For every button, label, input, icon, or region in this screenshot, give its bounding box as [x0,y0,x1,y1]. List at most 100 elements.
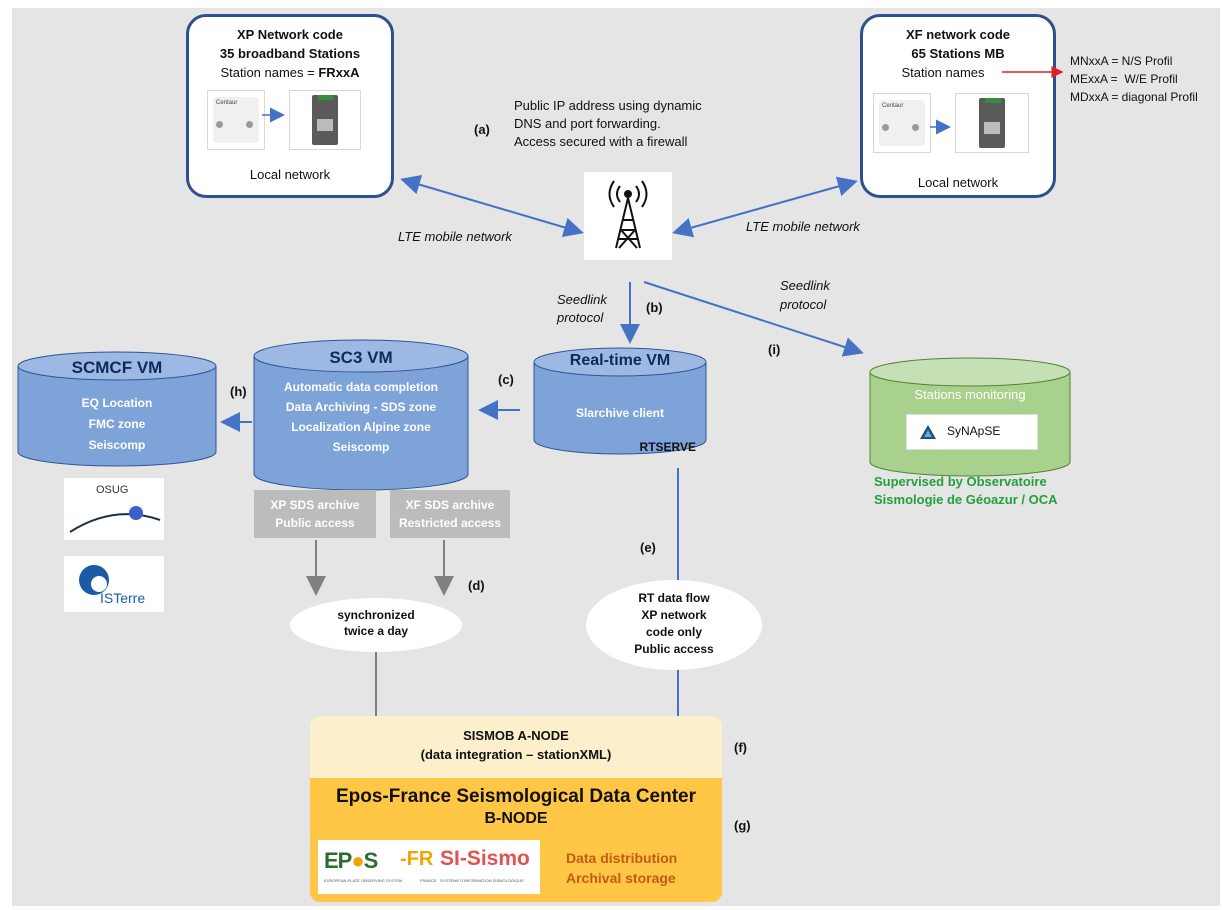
arrow-lte-right [672,176,858,238]
xp-title-2: 35 broadband Stations [219,46,361,61]
synapse-label: SyNApSE [947,424,1001,438]
osug-arc-icon [69,506,161,533]
monitoring-title: Stations monitoring [914,387,1026,402]
sc3-line-2: Data Archiving - SDS zone [285,400,437,414]
rt-flow-line-1: RT data flow [638,591,710,605]
osug-label: OSUG [96,484,129,496]
a-node-line-2: (data integration – stationXML) [420,747,612,762]
tag-i: (i) [768,342,781,357]
xf-router-device [955,93,1029,153]
xp-centaur-device: Centaur [207,90,265,150]
scmcf-cylinder [17,351,217,467]
sync-ellipse: synchronized twice a day [290,598,462,652]
realtime-client: Slarchive client [575,406,665,420]
sc3-line-1: Automatic data completion [283,380,438,394]
tag-d: (d) [468,578,485,593]
supervised-line-2: Sismologie de Géoazur / OCA [874,492,1058,507]
sisismo-small-text: SYSTÈME D'INFORMATION SISMOLOGIQUE [440,878,524,883]
supervised-line-1: Supervised by Observatoire [874,474,1047,489]
tag-c: (c) [498,372,514,387]
isterre-icon [79,565,109,595]
epos-logo-sun-icon: ● [351,848,364,873]
b-node-subtitle: B-NODE [484,810,548,827]
xf-title-1: XF network code [905,27,1011,42]
b-node-title: Epos-France Seismological Data Center [335,786,697,807]
b-node: Epos-France Seismological Data Center B-… [310,778,722,902]
xp-station-code: FRxxA [318,65,360,80]
scmcf-line-3: Seiscomp [88,438,146,452]
access-note-line-2: DNS and port forwarding. [514,116,661,131]
xf-archive-line-1: XF SDS archive [405,498,495,512]
xf-archive-line-2: Restricted access [398,516,502,530]
xf-station-names: Station names [901,65,985,80]
tag-h: (h) [230,384,247,399]
access-note-line-3: Access secured with a firewall [514,134,688,149]
cell-tower-box [584,172,672,260]
xp-centaur-label: Centaur [216,100,238,106]
arrow-lte-left [400,174,584,238]
sync-line-2: twice a day [343,624,409,638]
xp-local-network: Local network [249,167,331,182]
seedlink-b-line1: Seedlink [557,292,607,307]
epos-logo-text: EP●S [324,848,379,874]
tag-g: (g) [734,818,751,833]
tag-b: (b) [646,300,663,315]
epos-fr-text: -FR [400,848,434,870]
b-node-dist-1: Data distribution [566,850,678,866]
sc3-cylinder [253,339,469,491]
tag-f: (f) [734,740,747,755]
epos-sisismo-logo: EP●S -FR EUROPEAN PLATE OBSERVING SYSTEM… [318,840,540,894]
sc3-title: SC3 VM [329,348,393,367]
xf-local-network: Local network [917,175,999,190]
xp-title-1: XP Network code [237,27,343,42]
xp-archive-line-2: Public access [275,516,355,530]
rt-flow-line-3: code only [645,625,702,639]
isterre-logo: ISTerre [64,556,164,612]
xp-network-box: XP Network code 35 broadband Stations St… [186,14,394,198]
xf-sds-archive: XF SDS archive Restricted access [390,490,510,538]
seedlink-i-line2: protocol [780,297,827,312]
a-node: SISMOB A-NODE (data integration – statio… [310,716,722,778]
realtime-title: Real-time VM [569,352,671,369]
seedlink-i-line1: Seedlink [780,278,830,293]
arrow-i [643,281,864,357]
sc3-vm: SC3 VM Automatic data completion Data Ar… [254,340,468,490]
scmcf-title: SCMCF VM [71,358,163,377]
xf-network-box: XF network code 65 Stations MB Station n… [860,14,1056,198]
profile-we: MExxA = W/E Profil [1070,72,1178,86]
xf-centaur-device: Centaur [873,93,931,153]
synapse-icon [920,425,936,439]
rt-flow-line-2: XP network [641,608,707,622]
xf-title-2: 65 Stations MB [911,46,1005,61]
sisismo-text: SI-Sismo [440,847,530,870]
realtime-server: RTSERVE [639,440,696,454]
epos-logo-s: S [363,848,379,873]
xp-archive-line-1: XP SDS archive [270,498,360,512]
realtime-vm: Real-time VM Slarchive client RTSERVE [534,348,706,456]
cell-tower-icon [608,180,648,249]
tag-e: (e) [640,540,656,555]
synapse-box: SyNApSE [906,414,1038,450]
sc3-line-4: Seiscomp [332,440,390,454]
sync-line-1: synchronized [337,608,415,622]
profile-diagonal: MDxxA = diagonal Profil [1070,90,1198,104]
sc3-line-3: Localization Alpine zone [291,420,431,434]
access-note-line-1: Public IP address using dynamic [514,98,702,113]
osug-logo: OSUG [64,478,164,540]
scmcf-vm: SCMCF VM EQ Location FMC zone Seiscomp [18,352,216,472]
rt-flow-line-4: Public access [634,642,714,656]
scmcf-line-1: EQ Location [81,396,153,410]
profile-ns: MNxxA = N/S Profil [1070,54,1173,68]
realtime-cylinder [533,347,707,455]
xp-station-prefix: Station names = [220,65,319,80]
epos-france-text: FRANCE [420,878,437,883]
xp-router-device [289,90,361,150]
epos-logo-ep: EP [324,848,352,873]
isterre-label: ISTerre [100,590,146,606]
tag-a: (a) [474,122,490,137]
rt-flow-ellipse: RT data flow XP network code only Public… [586,580,762,670]
scmcf-line-2: FMC zone [88,417,146,431]
seedlink-b-line2: protocol [557,310,604,325]
stations-monitoring: Stations monitoring SyNApSE [870,358,1070,468]
b-node-dist-2: Archival storage [566,870,676,886]
